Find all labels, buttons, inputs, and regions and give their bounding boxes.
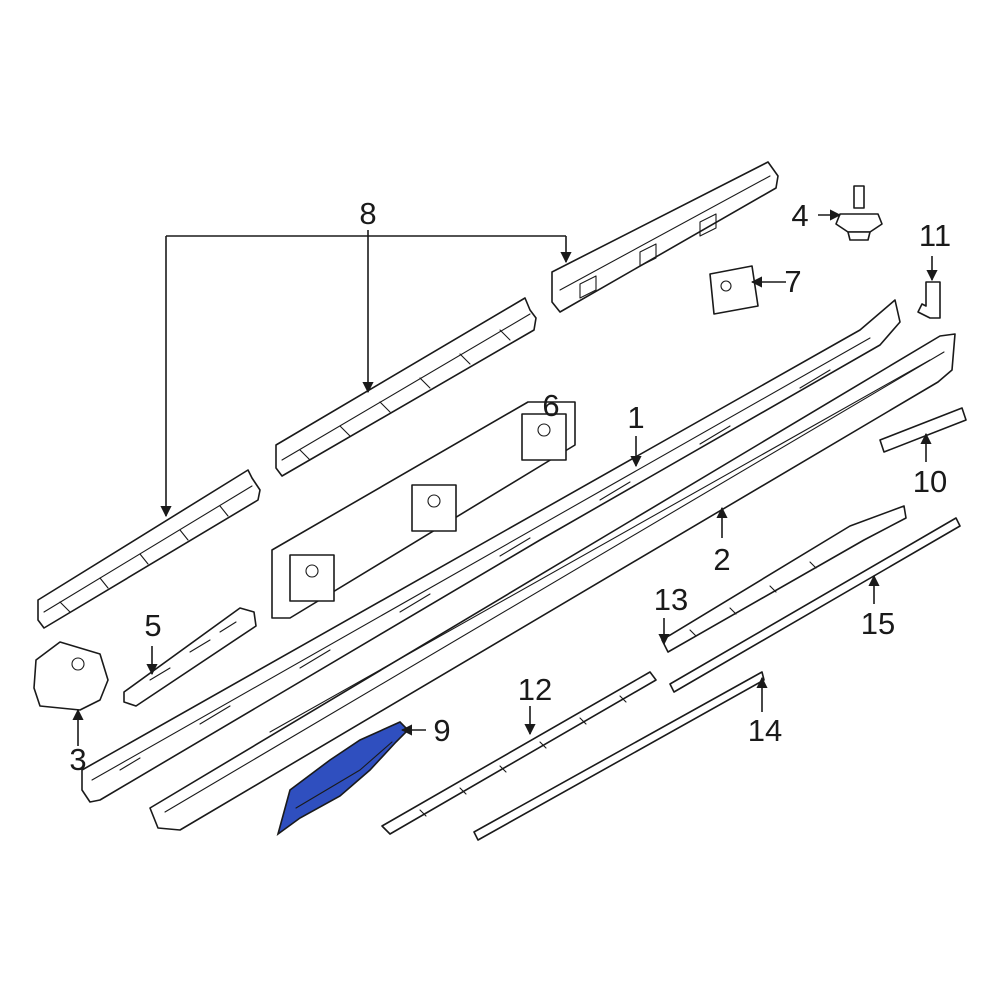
callout-1: 1 (627, 400, 644, 435)
callout-14: 14 (748, 713, 782, 748)
part-4-fastener[interactable] (835, 185, 883, 241)
part-13-molding[interactable] (661, 505, 907, 653)
callout-11: 11 (919, 218, 951, 253)
callout-6: 6 (542, 388, 559, 423)
callout-8: 8 (359, 196, 376, 231)
part-12-molding[interactable] (381, 671, 657, 835)
callout-5: 5 (144, 608, 161, 643)
callout-3: 3 (69, 742, 86, 777)
part-8-reinforcement-rail[interactable] (37, 161, 779, 629)
callout-10: 10 (913, 464, 947, 499)
callout-2: 2 (713, 542, 730, 577)
part-7-clip[interactable] (709, 265, 759, 315)
part-2-sill-cover[interactable] (149, 333, 956, 831)
callout-4: 4 (791, 198, 808, 233)
callout-labels: 8 6 1 2 4 7 11 10 5 3 9 12 13 15 14 (69, 196, 951, 777)
callout-9: 9 (433, 713, 450, 748)
part-1-rocker-panel[interactable] (81, 299, 901, 803)
part-5-support-bracket[interactable] (123, 607, 257, 707)
part-11-pin[interactable] (917, 281, 941, 319)
callout-13: 13 (654, 582, 688, 617)
part-6-bracket-kit[interactable] (271, 401, 576, 619)
part-3-end-cap[interactable] (33, 641, 109, 711)
callout-15: 15 (861, 606, 895, 641)
callout-12: 12 (518, 672, 552, 707)
leader-lines (72, 209, 938, 746)
part-10-trim-strip[interactable] (879, 407, 967, 453)
part-15-long-trim[interactable] (669, 517, 961, 693)
callout-7: 7 (784, 264, 801, 299)
